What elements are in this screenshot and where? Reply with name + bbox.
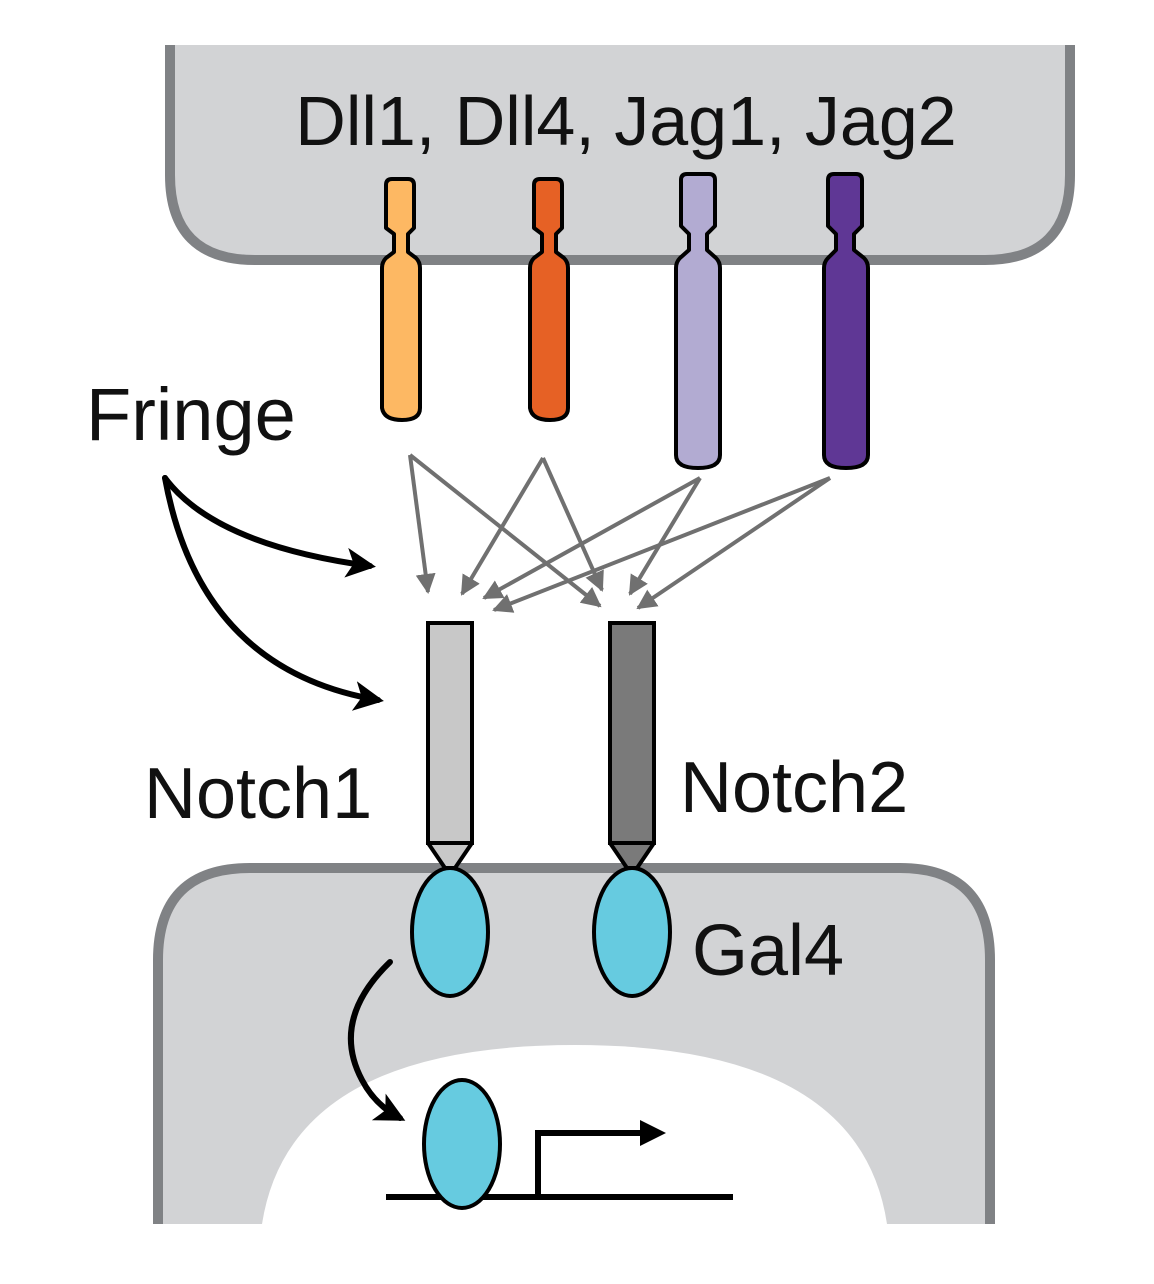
arrow-dll4-notch2 bbox=[541, 457, 604, 592]
arrow-dll1-notch2 bbox=[408, 453, 602, 608]
gal4-label: Gal4 bbox=[692, 911, 844, 991]
gal4-notch1 bbox=[410, 866, 490, 998]
arrow-jag1-notch1 bbox=[482, 476, 701, 600]
ligand-jag1 bbox=[674, 172, 722, 470]
notch2-label: Notch2 bbox=[680, 748, 908, 828]
arrow-jag2-notch1 bbox=[492, 476, 831, 613]
gal4-nuclear bbox=[422, 1078, 502, 1210]
arrow-dll1-notch1 bbox=[408, 454, 436, 594]
fringe-arrows bbox=[162, 475, 384, 711]
transcription-start-arrow bbox=[535, 1130, 640, 1197]
notch1-extracellular bbox=[426, 621, 474, 845]
fringe-arrow-to-ligand-binding bbox=[162, 475, 376, 578]
gal4-notch2 bbox=[592, 866, 672, 998]
ligands-label: Dll1, Dll4, Jag1, Jag2 bbox=[295, 82, 956, 160]
arrow-dll4-notch1 bbox=[460, 456, 545, 596]
arrow-jag2-notch2 bbox=[636, 476, 832, 610]
ligand-receptor-arrows bbox=[408, 453, 832, 613]
fringe-arrow-to-notch1 bbox=[162, 475, 384, 711]
translocation-arrow bbox=[347, 959, 406, 1121]
fringe-label: Fringe bbox=[86, 373, 296, 456]
notch2-extracellular bbox=[608, 621, 656, 845]
notch1-label: Notch1 bbox=[144, 754, 372, 834]
notch2-receptor bbox=[608, 621, 656, 870]
ligand-dll1 bbox=[380, 177, 422, 422]
notch1-receptor bbox=[426, 621, 474, 870]
transcription-arrowhead bbox=[640, 1120, 666, 1146]
arrow-jag1-notch2 bbox=[628, 476, 702, 596]
ligand-dll4 bbox=[528, 177, 570, 422]
ligand-jag2 bbox=[822, 172, 870, 470]
